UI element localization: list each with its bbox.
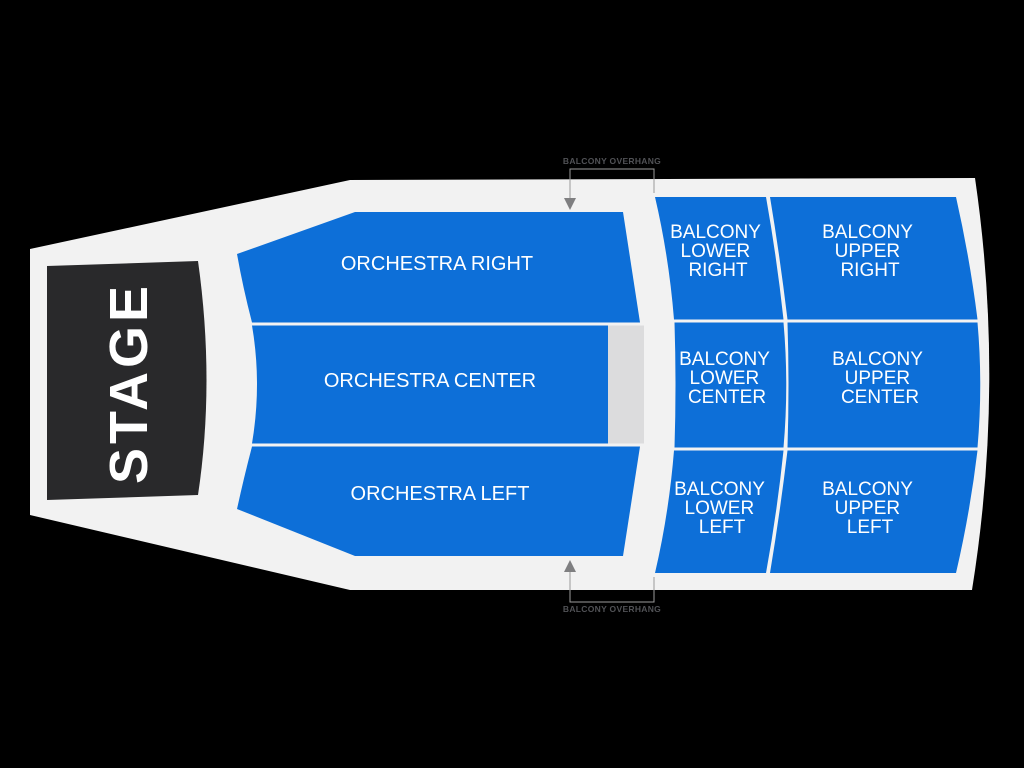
section-label-orchestra-left: ORCHESTRA LEFT xyxy=(351,483,530,505)
stage-block xyxy=(47,261,207,500)
section-balcony-upper-right[interactable] xyxy=(770,197,978,320)
section-label-balcony-lower-center: BALCONY LOWER CENTER xyxy=(679,349,775,408)
section-orchestra-left[interactable] xyxy=(237,446,640,557)
section-label-balcony-upper-center: BALCONY UPPER CENTER xyxy=(832,349,928,408)
section-label-balcony-lower-left: BALCONY LOWER LEFT xyxy=(674,479,770,538)
tech-booth xyxy=(608,325,644,444)
balcony-overhang-bracket-bottom xyxy=(569,572,655,603)
section-label-balcony-upper-left: BALCONY UPPER LEFT xyxy=(822,479,918,538)
arrow-down-icon xyxy=(564,198,576,210)
section-label-balcony-lower-right: BALCONY LOWER RIGHT xyxy=(670,222,766,281)
section-orchestra-center[interactable] xyxy=(252,325,608,444)
balcony-overhang-annotation-top: BALCONY OVERHANG xyxy=(563,156,661,210)
balcony-overhang-bracket-top xyxy=(569,168,655,198)
section-balcony-lower-center[interactable] xyxy=(674,322,787,448)
section-balcony-upper-left[interactable] xyxy=(770,450,978,574)
balcony-overhang-annotation-bottom: BALCONY OVERHANG xyxy=(563,560,661,614)
section-label-orchestra-right: ORCHESTRA RIGHT xyxy=(341,253,533,275)
section-label-balcony-upper-right: BALCONY UPPER RIGHT xyxy=(822,222,918,281)
stage-label: STAGE xyxy=(99,282,159,484)
section-label-orchestra-center: ORCHESTRA CENTER xyxy=(324,370,536,392)
section-orchestra-right[interactable] xyxy=(237,212,640,323)
balcony-overhang-label-top: BALCONY OVERHANG xyxy=(563,156,661,166)
arrow-up-icon xyxy=(564,560,576,572)
section-balcony-lower-right[interactable] xyxy=(655,197,784,320)
section-balcony-upper-center[interactable] xyxy=(787,322,981,448)
section-balcony-lower-left[interactable] xyxy=(655,450,784,574)
balcony-overhang-label-bottom: BALCONY OVERHANG xyxy=(563,604,661,614)
